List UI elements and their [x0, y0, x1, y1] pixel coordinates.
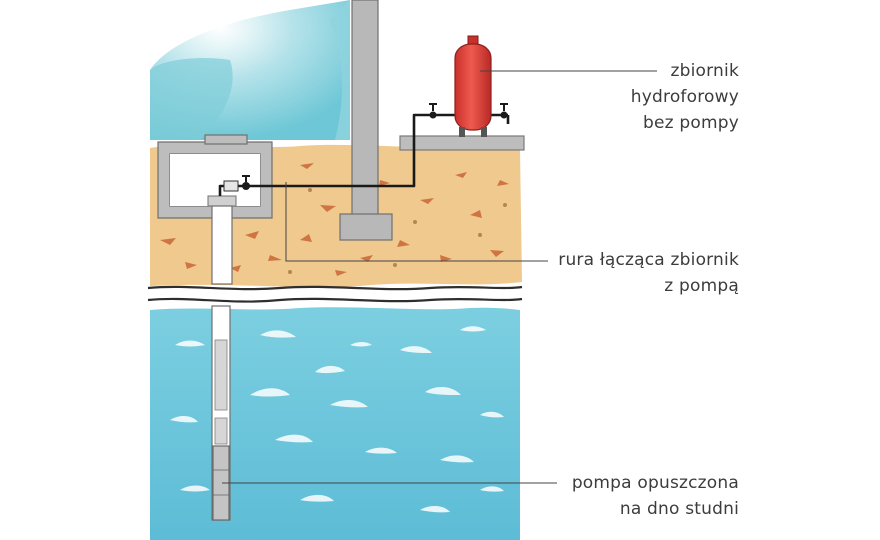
- pump-label: pompa opuszczona na dno studni: [540, 470, 739, 522]
- tank-label: zbiornik hydroforowy bez pompy: [600, 58, 739, 136]
- pump-label-line-1: pompa opuszczona: [571, 473, 739, 493]
- tank-label-line-3: bez pompy: [643, 113, 739, 133]
- concrete-pillar: [339, 0, 393, 241]
- leader-lines: [222, 70, 657, 484]
- pipe-leader-line: [285, 182, 548, 262]
- tank-label-line-1: zbiornik: [670, 61, 739, 81]
- pipe-fittings: [223, 103, 510, 192]
- break-lines: [147, 285, 523, 303]
- pipe-label-line-1: rura łącząca zbiornik: [558, 250, 739, 270]
- pump-label-line-2: na dno studni: [619, 499, 739, 519]
- pipe-label: rura łącząca zbiornik z pompą: [520, 247, 739, 299]
- water-body: [150, 307, 520, 540]
- well-casing: [207, 195, 237, 285]
- sky-area: [150, 0, 350, 140]
- pipe-label-line-2: z pompą: [664, 276, 739, 296]
- concrete-slab: [399, 135, 525, 151]
- tank-label-line-2: hydroforowy: [630, 87, 739, 107]
- pressure-tank: [454, 35, 492, 137]
